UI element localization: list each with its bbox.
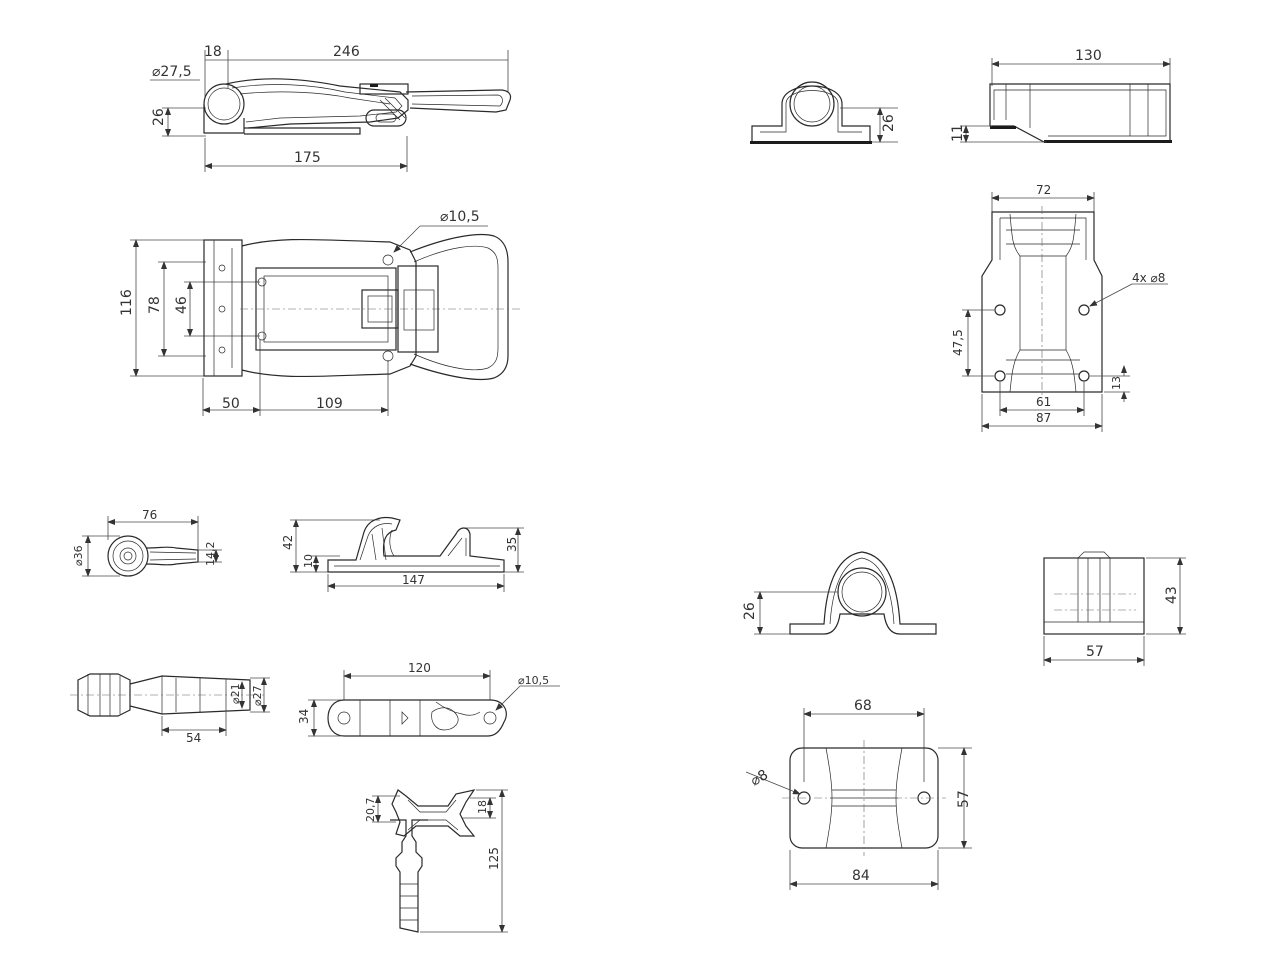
latch-top-mid-label: 78: [147, 296, 163, 314]
bracket-a-top-width-label: 72: [1036, 183, 1051, 197]
bracket-a-top-holes-label: 4x ⌀8: [1132, 271, 1165, 285]
latch-side-base-label: 175: [294, 150, 321, 166]
keeper-side-view: 42 10 35 147: [281, 516, 524, 592]
keeper-side-base-label: 10: [302, 554, 315, 568]
bracket-a-front-height-label: 26: [881, 114, 897, 132]
bracket-b-top-pitch-label: 68: [854, 698, 872, 714]
keeper-vertical-total-label: 125: [487, 847, 501, 870]
latch-top-left-label: 50: [222, 396, 240, 412]
keeper-shaft-d1-label: ⌀21: [229, 683, 242, 704]
keeper-plan-length-label: 120: [408, 661, 431, 675]
bracket-a-side-view: 130 11: [950, 48, 1172, 143]
bracket-b-top-view: 68 ⌀8 57 84: [745, 698, 972, 890]
bracket-b-top-length-label: 84: [852, 868, 870, 884]
bracket-a-front-view: 26: [750, 81, 898, 144]
keeper-vertical-head-label: 20,7: [364, 798, 377, 823]
latch-side-view: 18 246 ⌀27,5 26 175: [150, 44, 512, 172]
bracket-a-top-view: 72 4x ⌀8 47,5 13 61 87: [951, 183, 1168, 432]
latch-side-length-label: 246: [333, 44, 360, 60]
latch-top-view: 116 78 46 50 109 ⌀10,5: [119, 209, 520, 416]
bracket-b-front-height-label: 26: [742, 602, 758, 620]
keeper-end-len-label: 76: [142, 508, 157, 522]
bracket-a-top-pitch-h-label: 61: [1036, 395, 1051, 409]
keeper-shaft-len-label: 54: [186, 731, 201, 745]
latch-top-hole-label: ⌀10,5: [440, 209, 480, 225]
bracket-a-side-length-label: 130: [1075, 48, 1102, 64]
bracket-b-side-height-label: 43: [1164, 586, 1180, 604]
keeper-end-view: 76 ⌀36 14,2: [72, 508, 222, 577]
bracket-a-top-overall-label: 87: [1036, 411, 1051, 425]
keeper-plan-hole-label: ⌀10,5: [518, 674, 549, 687]
latch-side-offset-label: 18: [204, 44, 222, 60]
bracket-a-top-edge-label: 13: [1110, 376, 1123, 390]
keeper-vertical-view: 20,7 18 125: [364, 789, 508, 933]
latch-top-right-label: 109: [316, 396, 343, 412]
keeper-side-height-label: 42: [281, 535, 295, 550]
keeper-end-dia-label: ⌀36: [72, 545, 85, 566]
bracket-b-top-depth-label: 57: [956, 790, 972, 808]
keeper-shaft-d2-label: ⌀27: [251, 685, 264, 706]
bracket-b-top-hole-label: ⌀8: [748, 767, 771, 790]
keeper-end-small-label: 14,2: [204, 542, 217, 567]
keeper-side-rise-label: 35: [505, 537, 519, 552]
bracket-a-side-base-label: 11: [950, 124, 966, 142]
keeper-plan-view: 120 ⌀10,5 34: [297, 661, 560, 737]
keeper-shaft-view: 54 ⌀21 ⌀27: [70, 673, 270, 745]
bracket-b-side-width-label: 57: [1086, 644, 1104, 660]
keeper-plan-width-label: 34: [297, 709, 311, 724]
latch-top-inner-label: 46: [174, 296, 190, 314]
keeper-side-length-label: 147: [402, 573, 425, 587]
bracket-b-side-view: 43 57: [1043, 551, 1186, 666]
bracket-b-front-view: 26: [742, 551, 937, 635]
bracket-a-top-pitch-v-label: 47,5: [951, 329, 965, 356]
latch-side-pin-dia-label: ⌀27,5: [152, 64, 192, 80]
keeper-vertical-gap-label: 18: [476, 800, 489, 814]
latch-side-height-label: 26: [151, 108, 167, 126]
latch-top-width-label: 116: [119, 289, 135, 316]
